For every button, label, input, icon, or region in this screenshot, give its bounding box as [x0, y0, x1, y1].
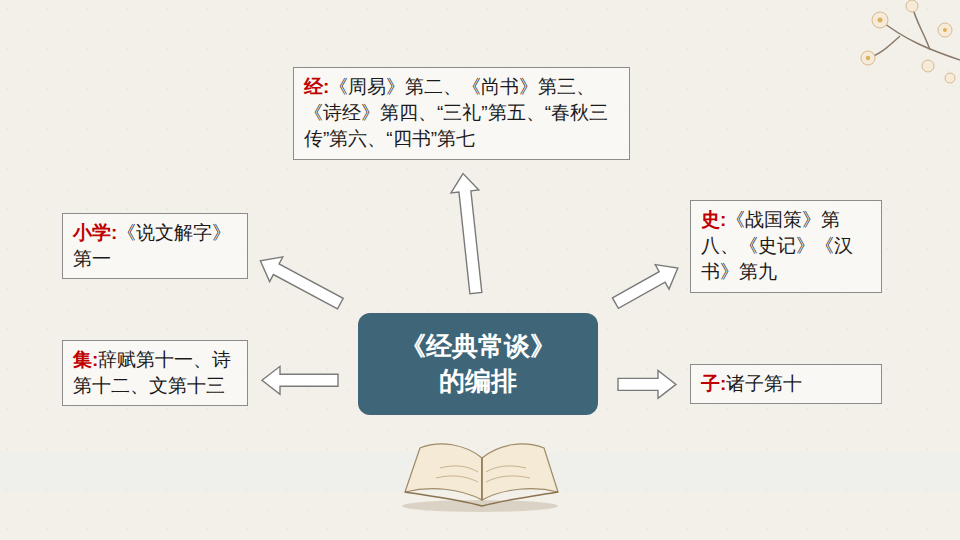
category-box: 集:辞赋第十一、诗第十二、文第十三 [62, 340, 248, 406]
category-heading: 经: [304, 76, 329, 97]
flower-blossoms [861, 0, 955, 83]
block-arrow [262, 366, 338, 394]
category-box: 史:《战国策》第八、《史记》《汉书》第九 [690, 200, 882, 293]
block-arrow [612, 265, 677, 309]
category-box: 小学:《说文解字》第一 [62, 213, 248, 279]
category-text: 《周易》第二、《尚书》第三、《诗经》第四、“三礼”第五、“春秋三传”第六、“四书… [304, 76, 608, 149]
category-heading: 小学: [73, 222, 117, 243]
category-heading: 集: [73, 349, 98, 370]
category-box: 子:诸子第十 [690, 364, 882, 404]
flower-branch [868, 5, 960, 60]
block-arrow [260, 257, 343, 309]
category-box: 经:《周易》第二、《尚书》第三、《诗经》第四、“三礼”第五、“春秋三传”第六、“… [293, 67, 630, 160]
category-heading: 史: [701, 209, 726, 230]
category-heading: 子: [701, 373, 726, 394]
open-book [402, 444, 558, 512]
block-arrow [451, 174, 482, 294]
category-text: 诸子第十 [726, 373, 802, 394]
block-arrow [618, 370, 676, 398]
hub-title: 《经典常谈》的编排 [392, 329, 564, 399]
hub-box: 《经典常谈》的编排 [358, 313, 598, 415]
